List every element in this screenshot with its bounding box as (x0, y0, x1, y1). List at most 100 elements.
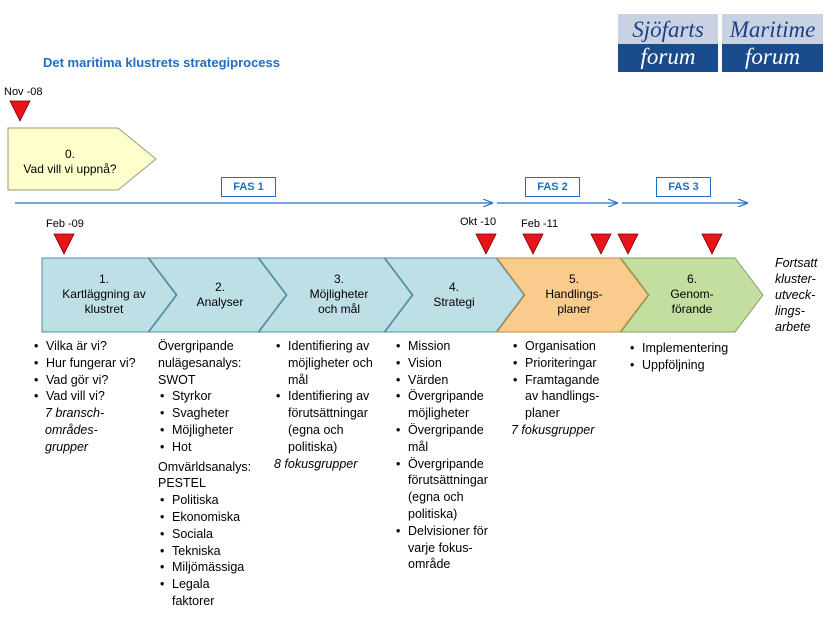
sjofarts-forum-logo: Sjöfarts forum (618, 14, 718, 72)
stage-3-shape (257, 257, 413, 333)
stage-0-text: Vad vill vi uppnå? (23, 162, 117, 176)
side-note: Fortsatt kluster- utveck- lings- arbete (775, 255, 817, 335)
note-line: 7 bransch- (45, 406, 105, 421)
heading-line: SWOT (158, 372, 196, 387)
stage-number: 2. (214, 280, 225, 294)
stage-0-label: 0. Vad vill vi uppnå? (10, 147, 130, 177)
stage-5-note: 7 fokusgrupper (511, 422, 595, 437)
stage-line: Strategi (433, 295, 475, 309)
page-title: Det maritima klustrets strategiprocess (43, 55, 280, 70)
list-item: Möjligheter (158, 422, 268, 439)
list-item: Vision (394, 355, 504, 372)
stage-2-label: 2. Analyser (170, 280, 270, 310)
stage-1-note: 7 bransch- områdes- grupper (32, 405, 142, 455)
list-item: Implementering (628, 340, 748, 357)
stage-number: 3. (333, 272, 344, 286)
list-item: Vad gör vi? (32, 372, 142, 389)
heading-line: nulägesanalys: (158, 355, 242, 370)
list-item: Identifiering av möjligheter och mål (274, 338, 392, 388)
stage-3-note: 8 fokusgrupper (274, 456, 358, 471)
date-label-feb09: Feb -09 (46, 218, 84, 230)
milestone-feb09-marker (53, 233, 75, 255)
list-item: Vilka är vi? (32, 338, 142, 355)
stage-6-details: Implementering Uppföljning (628, 340, 748, 374)
list-item: Legala faktorer (158, 576, 254, 610)
stage-line: Handlings- (545, 287, 603, 301)
side-note-line: utveck- (775, 288, 816, 302)
stage-3-details: Identifiering av möjligheter och mål Ide… (274, 338, 392, 472)
stage-1-shape (41, 257, 177, 333)
stage-2-shape (147, 257, 287, 333)
milestone-nov08-marker (9, 100, 31, 122)
milestone-marker (617, 233, 639, 255)
list-item: Politiska (158, 492, 254, 509)
stage-0-number: 0. (64, 147, 75, 161)
stage-number: 4. (448, 280, 459, 294)
pestel-heading: Omvärldsanalys: PESTEL (158, 459, 268, 493)
list-item: Svagheter (158, 405, 268, 422)
milestone-marker (590, 233, 612, 255)
side-note-line: kluster- (775, 272, 816, 286)
stage-line: Kartläggning av (62, 287, 146, 301)
side-note-line: arbete (775, 320, 811, 334)
milestone-marker (701, 233, 723, 255)
list-item: Övergripande mål (394, 422, 504, 456)
list-item: Miljömässiga (158, 559, 254, 576)
phase-label-fas3: FAS 3 (656, 177, 711, 197)
logo-bottom-text: forum (722, 44, 823, 72)
side-note-line: lings- (775, 304, 805, 318)
side-note-line: Fortsatt (775, 256, 818, 270)
note-line: grupper (45, 439, 89, 454)
stage-number: 1. (98, 272, 109, 286)
list-item: Uppföljning (628, 357, 748, 374)
stage-line: och mål (317, 302, 361, 316)
stage-5-label: 5. Handlings- planer (522, 272, 626, 317)
phase-label-fas2: FAS 2 (525, 177, 580, 197)
list-item: Ekonomiska (158, 509, 254, 526)
stage-line: Analyser (196, 295, 244, 309)
stage-5-shape (495, 257, 649, 333)
stage-1-details: Vilka är vi? Hur fungerar vi? Vad gör vi… (32, 338, 142, 456)
heading-line: Övergripande (158, 339, 234, 353)
milestone-feb11-marker (522, 233, 544, 255)
list-item: Övergripande möjligheter (394, 388, 504, 422)
list-item: Styrkor (158, 388, 268, 405)
stage-3-label: 3. Möjligheter och mål (284, 272, 394, 317)
list-item: Mission (394, 338, 504, 355)
stage-line: Möjligheter (309, 287, 369, 301)
stage-2-details: Övergripande nulägesanalys: SWOT Styrkor… (158, 338, 268, 610)
date-label-nov08: Nov -08 (4, 86, 43, 98)
maritime-forum-logo: Maritime forum (722, 14, 823, 72)
phase-label-fas1: FAS 1 (221, 177, 276, 197)
list-item: Värden (394, 372, 504, 389)
stage-line: planer (557, 302, 591, 316)
stage-1-label: 1. Kartläggning av klustret (48, 272, 160, 317)
logo-bottom-text: forum (618, 44, 718, 72)
list-item: Prioriteringar (511, 355, 611, 372)
stage-5-details: Organisation Prioriteringar Framtagande … (511, 338, 611, 439)
heading-line: Omvärldsanalys: (158, 459, 252, 474)
milestone-okt10-marker (475, 233, 497, 255)
list-item: Framtagande av handlings-planer (511, 372, 611, 422)
list-item: Hur fungerar vi? (32, 355, 142, 372)
logo-top-text: Sjöfarts (618, 14, 718, 44)
stage-line: förande (671, 302, 713, 316)
date-label-okt10: Okt -10 (460, 216, 497, 228)
list-item: Sociala (158, 526, 254, 543)
logo-top-text: Maritime (722, 14, 823, 44)
heading-line: PESTEL (158, 476, 206, 491)
list-item: Vad vill vi? (32, 388, 142, 405)
stage-4-details: Mission Vision Värden Övergripande möjli… (394, 338, 504, 573)
stage-number: 6. (686, 272, 697, 286)
stage-4-label: 4. Strategi (404, 280, 504, 310)
list-item: Identifiering av förutsättningar (egna o… (274, 388, 392, 455)
list-item: Delvisioner för varje fokus-område (394, 523, 504, 573)
swot-heading: Övergripande nulägesanalys: SWOT (158, 338, 268, 388)
note-line: områdes- (45, 422, 98, 437)
stage-6-label: 6. Genom- förande (642, 272, 742, 317)
stage-number: 5. (568, 272, 579, 286)
stage-line: klustret (84, 302, 124, 316)
stage-line: Genom- (670, 287, 714, 301)
date-label-feb11: Feb -11 (521, 218, 559, 230)
